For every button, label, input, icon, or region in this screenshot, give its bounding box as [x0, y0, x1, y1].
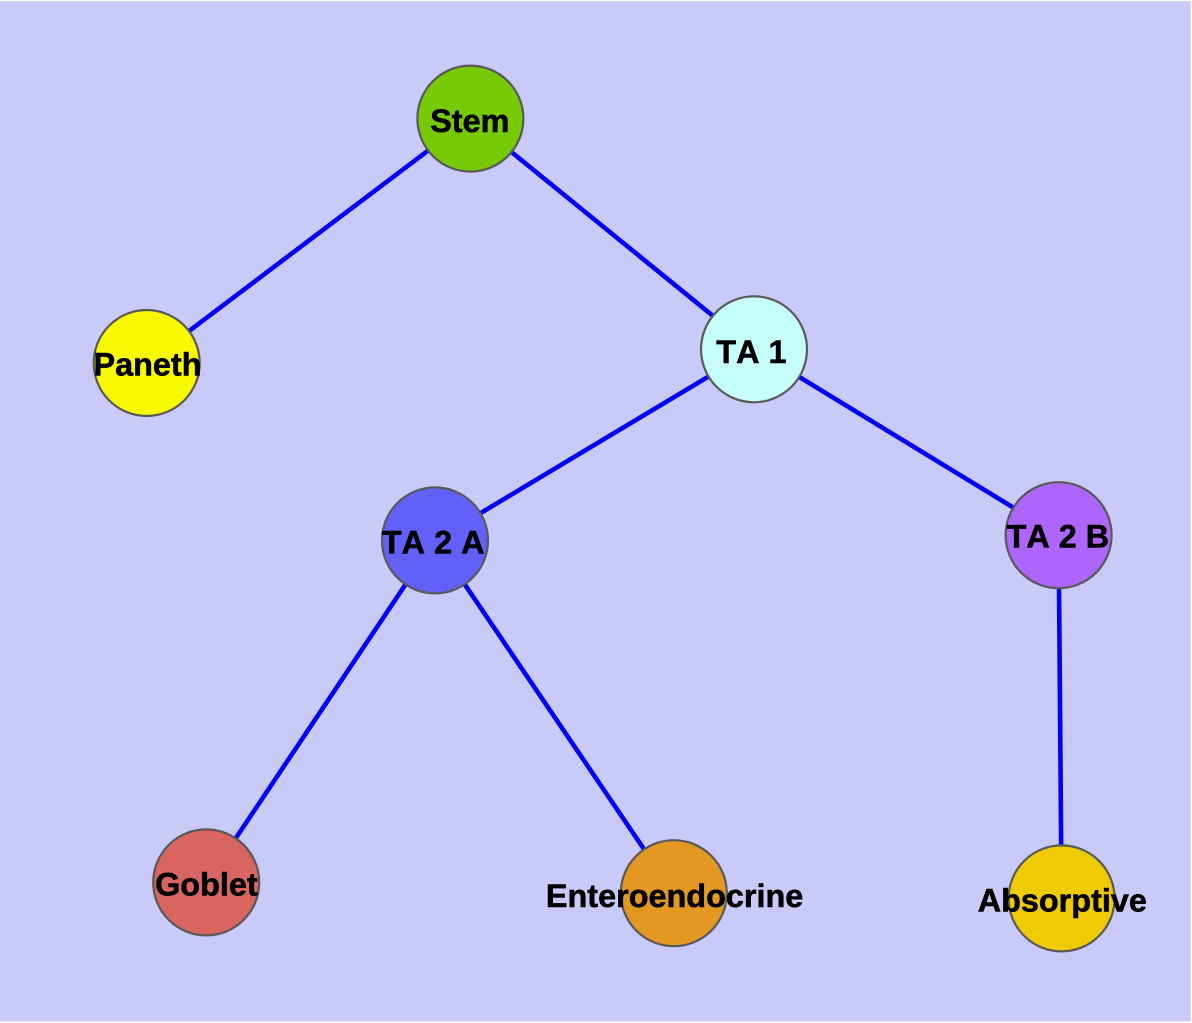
svg-text:Absorptive: Absorptive — [978, 883, 1147, 919]
svg-text:Paneth: Paneth — [94, 347, 202, 383]
svg-text:Stem: Stem — [430, 103, 509, 139]
svg-text:TA 2 B: TA 2 B — [1007, 518, 1110, 554]
svg-text:Enteroendocrine: Enteroendocrine — [546, 878, 803, 914]
svg-text:TA 1: TA 1 — [716, 334, 786, 370]
svg-text:Goblet: Goblet — [155, 866, 258, 902]
svg-text:TA 2 A: TA 2 A — [382, 525, 485, 561]
